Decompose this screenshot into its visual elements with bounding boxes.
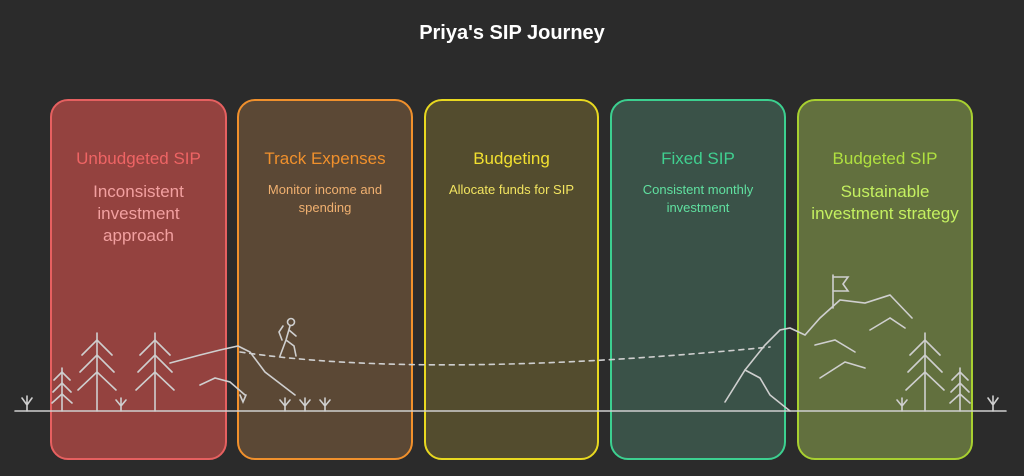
stage-description: Inconsistent investment approach bbox=[93, 182, 184, 246]
stage-description: Sustainable investment strategy bbox=[811, 182, 959, 224]
stage-title: Unbudgeted SIP bbox=[76, 149, 201, 168]
stage-card-unbudgeted-sip: Unbudgeted SIP Inconsistent investment a… bbox=[50, 99, 227, 460]
stage-description: Monitor income and spending bbox=[267, 182, 383, 216]
stage-title: Track Expenses bbox=[264, 149, 386, 168]
stage-card-track-expenses: Track Expenses Monitor income and spendi… bbox=[237, 99, 413, 460]
stage-description: Allocate funds for SIP bbox=[448, 182, 574, 197]
stage-title: Fixed SIP bbox=[661, 149, 735, 168]
stage-description: Consistent monthly investment bbox=[642, 182, 754, 216]
stage-title: Budgeted SIP bbox=[832, 149, 938, 168]
stage-title: Budgeting bbox=[473, 149, 550, 168]
stage-card-budgeted-sip: Budgeted SIP Sustainable investment stra… bbox=[797, 99, 973, 460]
diagram-title: Priya's SIP Journey bbox=[419, 22, 605, 44]
stage-card-budgeting: Budgeting Allocate funds for SIP bbox=[424, 99, 599, 460]
stage-card-fixed-sip: Fixed SIP Consistent monthly investment bbox=[610, 99, 786, 460]
